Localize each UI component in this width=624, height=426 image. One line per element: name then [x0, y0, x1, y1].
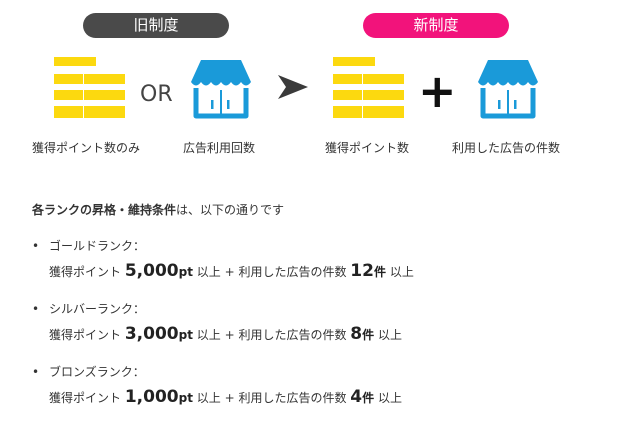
rank-name: ゴールドランク： [49, 239, 146, 253]
rank-name: ブロンズランク： [49, 365, 145, 379]
ads-unit: 件 [362, 391, 375, 405]
rank-item-bronze: •ブロンズランク： 獲得ポイント 1,000pt 以上 + 利用した広告の件数 … [32, 365, 402, 407]
ads-value: 4 [350, 387, 363, 407]
suffix-text: 以上 [377, 391, 402, 405]
old-ads-label: 広告利用回数 [183, 141, 256, 155]
ads-unit: 件 [362, 328, 375, 342]
rank-item-silver: •シルバーランク： 獲得ポイント 3,000pt 以上 + 利用した広告の件数 … [32, 302, 402, 344]
new-system-badge: 新制度 [363, 13, 509, 38]
new-ads-label: 利用した広告の件数 [452, 141, 561, 155]
new-points-label: 獲得ポイント数 [325, 141, 410, 155]
suffix-text: 以上 [389, 265, 414, 279]
intro-text: 各ランクの昇格・維持条件は、以下の通りです [32, 201, 284, 218]
intro-bold: 各ランクの昇格・維持条件 [32, 203, 177, 217]
rank-list: •ゴールドランク： 獲得ポイント 5,000pt 以上 + 利用した広告の件数 … [32, 237, 414, 426]
shop-icon [191, 60, 251, 119]
coin-stack-icon [333, 57, 405, 119]
rank-item-gold: •ゴールドランク： 獲得ポイント 5,000pt 以上 + 利用した広告の件数 … [32, 239, 414, 281]
points-value: 3,000 [124, 324, 179, 344]
intro-rest: は、以下の通りです [176, 203, 285, 217]
rank-name: シルバーランク： [49, 302, 146, 316]
mid-text: 以上 + 利用した広告の件数 [196, 328, 347, 342]
or-label: OR [140, 82, 173, 107]
points-prefix: 獲得ポイント [49, 391, 122, 405]
old-points-label: 獲得ポイント数のみ [32, 141, 141, 155]
mid-text: 以上 + 利用した広告の件数 [196, 391, 347, 405]
arrow-right-icon [278, 75, 308, 99]
points-unit: pt [178, 265, 193, 279]
points-prefix: 獲得ポイント [49, 265, 122, 279]
suffix-text: 以上 [377, 328, 402, 342]
ads-value: 8 [350, 324, 363, 344]
ads-unit: 件 [373, 265, 386, 279]
points-value: 5,000 [124, 261, 179, 281]
mid-text: 以上 + 利用した広告の件数 [196, 265, 347, 279]
plus-label: + [418, 64, 457, 118]
points-unit: pt [178, 391, 193, 405]
coin-stack-icon [54, 57, 126, 119]
ads-value: 12 [350, 261, 374, 281]
old-system-badge: 旧制度 [83, 13, 229, 38]
points-prefix: 獲得ポイント [49, 328, 122, 342]
points-unit: pt [178, 328, 193, 342]
points-value: 1,000 [124, 387, 179, 407]
shop-icon [478, 60, 538, 119]
